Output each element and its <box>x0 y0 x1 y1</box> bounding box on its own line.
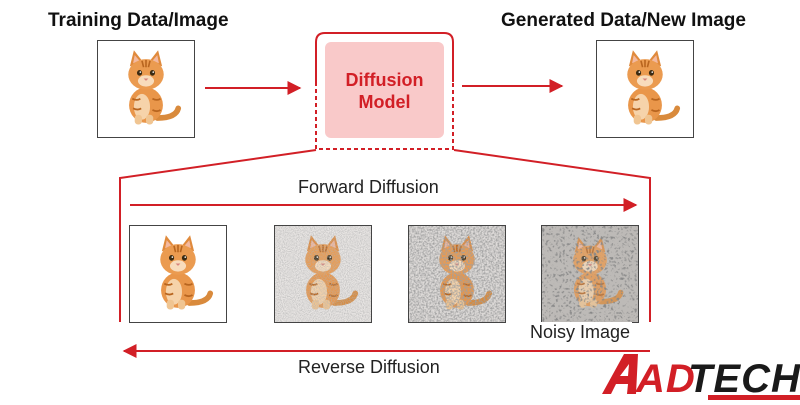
adtech-logo-mark: AD TECH <box>602 354 800 401</box>
cat-icon <box>409 226 505 322</box>
step-image-clean <box>129 225 227 323</box>
generated-data-title: Generated Data/New Image <box>501 10 746 31</box>
reverse-diffusion-label: Reverse Diffusion <box>298 357 440 377</box>
cat-icon <box>275 226 371 322</box>
step-image-noise-light <box>274 225 372 323</box>
forward-diffusion-label: Forward Diffusion <box>298 177 439 197</box>
model-frame <box>315 32 454 150</box>
training-image <box>97 40 195 138</box>
cat-icon <box>597 41 693 137</box>
cat-icon <box>542 226 638 322</box>
diffusion-model: Diffusion Model <box>315 32 454 150</box>
training-data-title: Training Data/Image <box>48 10 229 31</box>
logo-text-ad: AD <box>635 357 696 400</box>
generated-image <box>596 40 694 138</box>
adtech-logo: AD TECH <box>596 348 800 401</box>
logo-text-tech: TECH <box>688 357 800 400</box>
cat-icon <box>98 41 194 137</box>
cat-icon <box>130 226 226 322</box>
step-image-noise-mid <box>408 225 506 323</box>
model-label-line2: Model <box>358 92 411 112</box>
funnel-right <box>453 149 651 322</box>
noisy-image-label: Noisy Image <box>528 322 633 343</box>
step-image-noise-heavy <box>541 225 639 323</box>
funnel-left <box>119 149 317 322</box>
model-label-line1: Diffusion <box>345 70 424 90</box>
